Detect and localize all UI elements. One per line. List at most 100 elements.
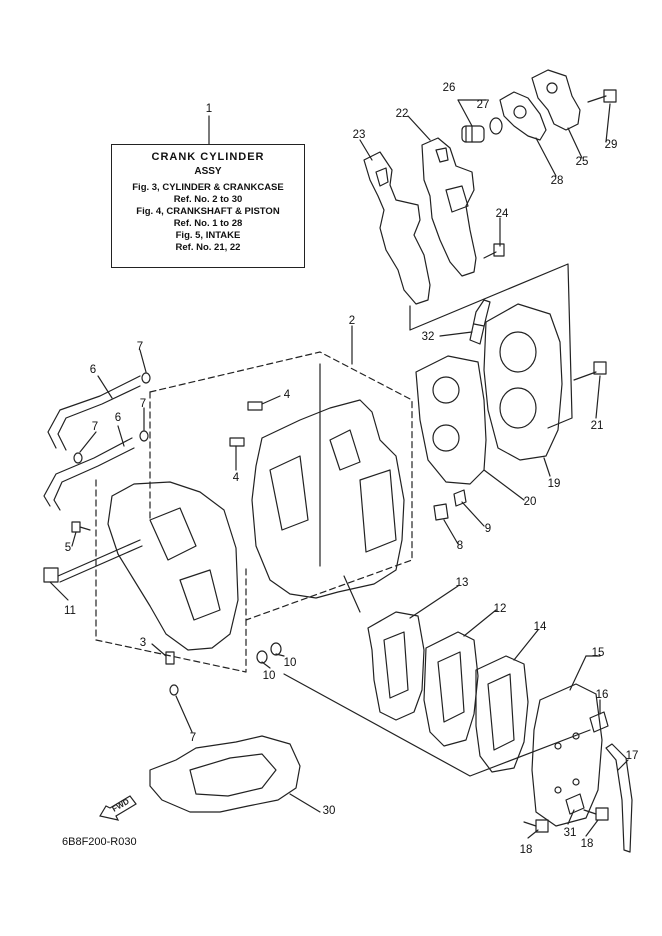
- part-7-clip-d: [169, 684, 179, 696]
- part-12-opening: [437, 651, 465, 723]
- leader-25: [567, 127, 583, 159]
- part-28-gasket: [499, 91, 547, 141]
- callout-15: 15: [592, 647, 605, 659]
- leader-18b: [585, 819, 599, 837]
- leader-8: [443, 519, 459, 545]
- callout-11: 11: [64, 605, 76, 617]
- leader-32: [439, 331, 473, 337]
- leader-20: [483, 469, 525, 501]
- leader-19: [543, 457, 551, 477]
- leader-26: [457, 99, 473, 127]
- part-10-plug-a: [256, 650, 268, 664]
- part-2-side: [359, 469, 397, 553]
- gasket-group-bracket: [283, 673, 591, 777]
- part-13-gasket: [367, 611, 425, 721]
- callout-16: 16: [596, 689, 609, 701]
- callout-19: 19: [548, 478, 561, 490]
- head-group-bracket: [409, 263, 573, 429]
- callout-18b: 18: [581, 838, 594, 850]
- callout-32: 32: [422, 331, 435, 343]
- leader-10a: [261, 661, 271, 669]
- ref-line-fig4-ref: Ref. No. 1 to 28: [173, 218, 243, 229]
- part-19-chamber-1: [499, 331, 537, 373]
- part-15-hole-d: [572, 778, 580, 786]
- part-6-hose-lower-edge: [53, 447, 135, 511]
- callout-29: 29: [605, 139, 618, 151]
- callout-27: 27: [477, 99, 490, 111]
- leader-15b: [569, 655, 587, 691]
- callout-22: 22: [396, 108, 409, 120]
- callout-21: 21: [591, 420, 604, 432]
- reference-box: CRANK CYLINDER ASSY Fig. 3, CYLINDER & C…: [111, 144, 305, 268]
- part-15-cover-plate: [531, 683, 603, 827]
- callout-layer: 1 2 3 4 4 5 6 6 7 7 7 7 8 9 10 10 11 12 …: [64, 82, 638, 856]
- ref-box-title: CRANK CYLINDER: [151, 151, 265, 163]
- callout-24: 24: [496, 208, 509, 220]
- leader-18a: [527, 829, 539, 839]
- leader-31: [567, 809, 575, 825]
- ref-line-fig5: Fig. 5, INTAKE: [175, 230, 241, 241]
- callout-3: 3: [140, 637, 146, 649]
- part-4-fitting-a: [247, 401, 263, 411]
- callout-7a: 7: [137, 341, 143, 353]
- callout-23: 23: [353, 129, 366, 141]
- leader-3: [151, 643, 167, 657]
- part-6-hose-lower: [43, 437, 133, 507]
- callout-10b: 10: [284, 657, 297, 669]
- callout-1: 1: [206, 103, 212, 115]
- callout-26: 26: [443, 82, 456, 94]
- leader-5: [71, 531, 77, 547]
- part-21-bolt: [573, 361, 607, 381]
- leader-7c: [79, 431, 97, 453]
- callout-12: 12: [494, 603, 507, 615]
- callout-6b: 6: [115, 412, 121, 424]
- callout-8: 8: [457, 540, 463, 552]
- callout-4b: 4: [233, 472, 240, 484]
- part-28-hole: [513, 105, 527, 119]
- leader-4a: [261, 395, 281, 405]
- leader-11: [49, 581, 69, 601]
- part-22-detail: [445, 185, 469, 213]
- callout-6a: 6: [90, 364, 96, 376]
- part-25-hole: [546, 82, 558, 94]
- figure-code: 6B8F200-R030: [62, 836, 137, 848]
- callout-30: 30: [323, 805, 336, 817]
- leader-17: [617, 759, 629, 771]
- crankcase-outline: [95, 479, 247, 673]
- part-2-port: [329, 429, 361, 471]
- part-crankcase: [107, 481, 239, 651]
- part-15-hole-a: [554, 742, 562, 750]
- callout-14: 14: [534, 621, 547, 633]
- callout-7d: 7: [190, 732, 196, 744]
- part-4-fitting-b: [229, 437, 245, 447]
- part-14-gasket: [475, 655, 529, 773]
- ref-line-fig3-ref: Ref. No. 2 to 30: [173, 194, 243, 205]
- part-25-cover: [531, 69, 581, 131]
- part-20-gasket: [415, 355, 487, 485]
- part-22-head-cover: [421, 137, 477, 277]
- part-7-clip-a: [141, 372, 151, 384]
- callout-9: 9: [485, 523, 491, 535]
- part-7-clip-b: [139, 430, 149, 442]
- callout-13: 13: [456, 577, 469, 589]
- leader-29: [605, 103, 611, 143]
- part-19-cylinder-head: [483, 303, 563, 461]
- part-23-hole: [375, 167, 389, 187]
- callout-20: 20: [524, 496, 537, 508]
- part-16-fitting: [589, 711, 609, 733]
- callout-4a: 4: [284, 389, 291, 401]
- callout-18a: 18: [520, 844, 533, 856]
- part-2-bore: [269, 455, 309, 531]
- part-13-opening: [383, 631, 409, 699]
- part-18-bolt-b: [583, 807, 609, 821]
- leader-6a: [97, 375, 113, 399]
- part-5-screw: [71, 521, 91, 533]
- part-23-gasket: [363, 151, 431, 305]
- part-7-clip-c: [73, 452, 83, 464]
- leader-22: [407, 115, 431, 141]
- part-29-bolt: [587, 89, 617, 103]
- part-20-bore-1: [432, 376, 460, 404]
- callout-17: 17: [626, 750, 639, 762]
- part-14-opening: [487, 673, 515, 751]
